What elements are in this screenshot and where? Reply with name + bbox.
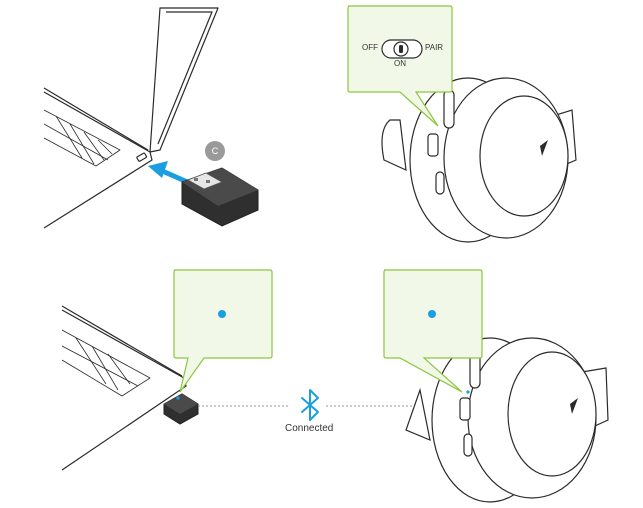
connection-status-label: Connected <box>285 423 334 434</box>
usb-dongle-top <box>181 167 259 227</box>
switch-callout <box>347 5 453 127</box>
headphone-led-indicator <box>428 310 436 318</box>
switch-pair-label: PAIR <box>425 43 444 52</box>
bluetooth-icon <box>301 389 319 421</box>
laptop-bottom <box>61 305 187 471</box>
step-badge <box>205 141 225 161</box>
dongle-led-callout <box>173 269 273 393</box>
usb-dongle-bottom <box>163 393 199 425</box>
dongle-led-indicator <box>218 310 226 318</box>
switch-on-label: ON <box>394 59 406 68</box>
headphone-bottom <box>405 337 609 503</box>
switch-off-label: OFF <box>362 43 378 52</box>
step-badge-label: C <box>211 146 219 156</box>
laptop-top <box>43 7 219 229</box>
headphone-top <box>381 77 577 243</box>
headphone-led-callout <box>383 269 483 393</box>
